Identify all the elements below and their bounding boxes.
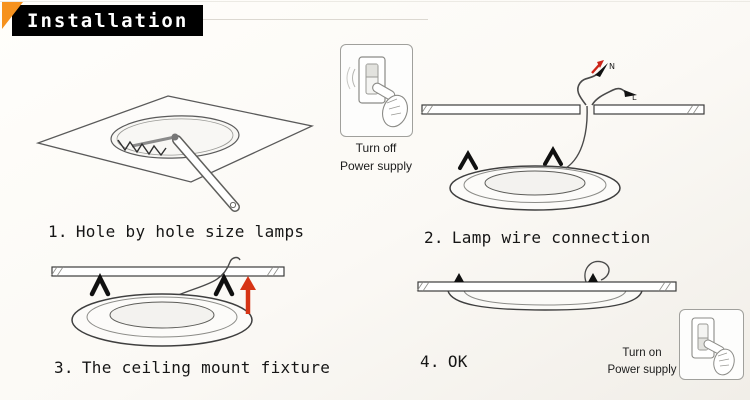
power-on-panel: [679, 309, 744, 380]
power-on-caption: Turn on Power supply: [606, 345, 678, 380]
downlight-lamp: [71, 293, 253, 347]
top-divider: [0, 1, 750, 2]
step4-number: 4.: [420, 352, 440, 371]
step2-label: Lamp wire connection: [451, 228, 651, 247]
motion-lines: [346, 66, 355, 89]
step2-wire-connection-illustration: N L: [420, 60, 705, 211]
hand-icon: [371, 82, 408, 127]
wire-label-n: N: [609, 62, 615, 71]
switch-on-hand-icon: [690, 316, 735, 375]
page-title: Installation: [12, 5, 204, 36]
installed-downlight-icon: [447, 290, 643, 311]
ceiling-slab: [50, 266, 285, 277]
step3-caption: 3. The ceiling mount fixture: [54, 358, 330, 377]
spring-clip-icon: [458, 145, 563, 170]
step4-caption: 4. OK: [420, 352, 468, 371]
step1-caption: 1. Hole by hole size lamps: [48, 222, 304, 241]
step1-hole-cutting-illustration: [35, 95, 315, 212]
red-up-arrow-icon: [240, 276, 256, 314]
ceiling-slab: [416, 281, 677, 292]
power-on-line2: Power supply: [607, 364, 677, 377]
step3-mount-illustration: [50, 256, 285, 347]
power-on-line1: Turn on: [622, 347, 662, 359]
step1-label: Hole by hole size lamps: [75, 222, 305, 241]
accent-triangle: [2, 2, 23, 29]
light-switch: [357, 55, 386, 104]
step2-number: 2.: [424, 228, 444, 247]
hole-saw-cutter-icon: [117, 133, 240, 212]
lamp-feed-wire: [584, 260, 610, 283]
lamp-feed-wire: [565, 105, 588, 169]
lamp-feed-wire: [175, 256, 241, 297]
step3-label: The ceiling mount fixture: [81, 358, 331, 377]
power-off-panel: [340, 44, 413, 137]
step2-caption: 2. Lamp wire connection: [424, 228, 651, 247]
step4-label: OK: [447, 352, 468, 371]
hand-icon: [703, 338, 735, 375]
step3-number: 3.: [54, 358, 74, 377]
step4-installed-illustration: [416, 260, 677, 311]
spring-clip-icon: [89, 272, 235, 297]
ceiling-slab: [420, 104, 705, 115]
power-off-line2: Power supply: [339, 159, 413, 173]
power-off-line1: Turn off: [355, 141, 397, 155]
connection-wires: N L: [577, 60, 637, 106]
downlight-lamp: [449, 165, 621, 211]
wire-label-l: L: [632, 93, 637, 102]
power-off-caption: Turn off Power supply: [322, 139, 430, 175]
title-divider: [200, 19, 428, 20]
step1-number: 1.: [48, 222, 68, 241]
page-title-text: Installation: [27, 9, 189, 32]
spring-clip-tips: [454, 273, 598, 282]
light-switch: [690, 316, 715, 359]
switch-off-hand-icon: [346, 55, 408, 127]
